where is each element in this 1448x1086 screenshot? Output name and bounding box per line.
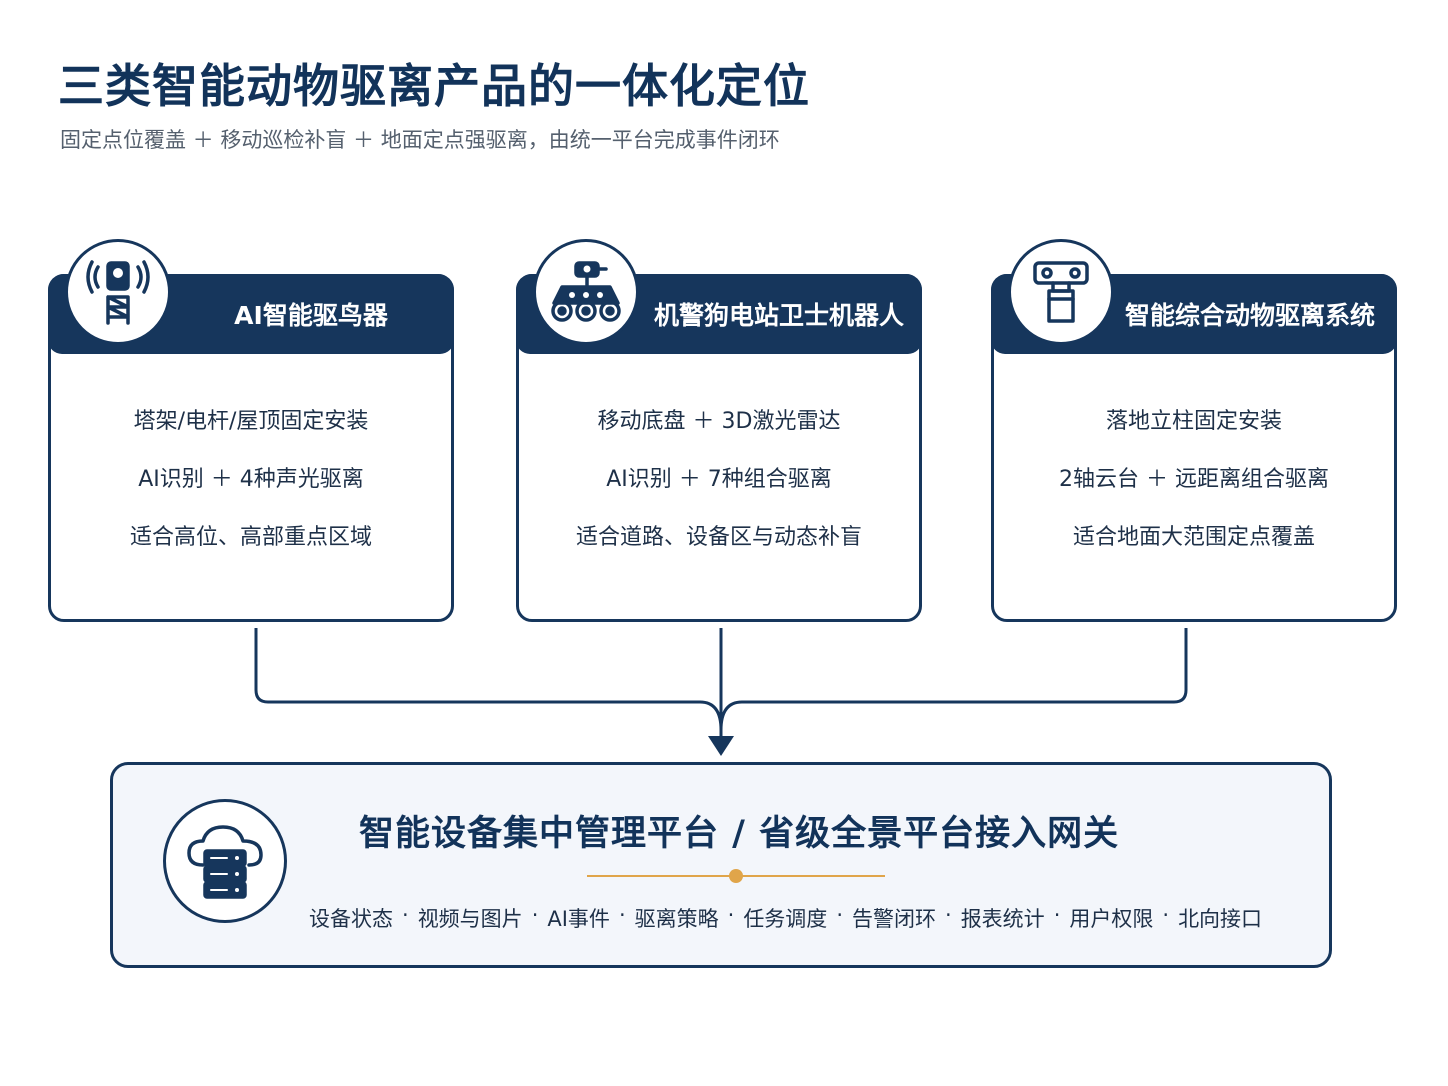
product-card-robot: 机警狗电站卫士机器人 移动底盘 ＋ 3D激光雷达 AI识 xyxy=(516,239,922,622)
feature-separator: · xyxy=(1162,903,1170,927)
platform-feature-item: 用户权限 xyxy=(1069,907,1154,931)
product-card-bird-repeller: AI智能驱鸟器 塔架/电杆/屋顶固定安装 AI识别 ＋ 4种声光驱离 适合高位、… xyxy=(48,239,454,622)
card-line: 适合高位、高部重点区域 xyxy=(129,525,372,550)
card-features: 落地立柱固定安装 2轴云台 ＋ 远距离组合驱离 适合地面大范围定点覆盖 xyxy=(994,407,1394,581)
platform-feature-item: AI事件 xyxy=(547,907,610,931)
platform-features: 设备状态 · 视频与图片 · AI事件 · 驱离策略 · 任务调度 · 告警闭环 · 报表统计 · 用户权限… xyxy=(309,903,1262,933)
card-line: 适合地面大范围定点覆盖 xyxy=(1072,525,1315,550)
platform-feature-item: 报表统计 xyxy=(960,907,1045,931)
feature-separator: · xyxy=(1053,903,1061,927)
card-line: 移动底盘 ＋ 3D激光雷达 xyxy=(597,409,841,434)
card-line: 落地立柱固定安装 xyxy=(1105,409,1282,434)
divider-dot xyxy=(729,869,743,883)
platform-title: 智能设备集中管理平台 / 省级全景平台接入网关 xyxy=(359,814,1120,854)
feature-separator: · xyxy=(727,903,735,927)
pole-device-icon xyxy=(1008,239,1114,345)
platform-feature-item: 北向接口 xyxy=(1178,907,1263,931)
robot-vehicle-icon xyxy=(533,239,639,345)
card-features: 塔架/电杆/屋顶固定安装 AI识别 ＋ 4种声光驱离 适合高位、高部重点区域 xyxy=(51,407,451,581)
feature-separator: · xyxy=(402,903,409,927)
page-title: 三类智能动物驱离产品的一体化定位 xyxy=(58,59,810,113)
card-title: 智能综合动物驱离系统 xyxy=(1124,301,1375,330)
platform-feature-item: 视频与图片 xyxy=(417,907,523,931)
arrow-down-icon xyxy=(708,736,734,756)
card-line: AI识别 ＋ 7种组合驱离 xyxy=(606,467,832,492)
management-platform: 智能设备集中管理平台 / 省级全景平台接入网关 设备状态 · 视频与图片 · AI事件 ·… xyxy=(110,762,1332,968)
feature-separator: · xyxy=(618,903,626,927)
card-line: 2轴云台 ＋ 远距离组合驱离 xyxy=(1059,467,1329,492)
page-subtitle: 固定点位覆盖 ＋ 移动巡检补盲 ＋ 地面定点强驱离，由统一平台完成事件闭环 xyxy=(60,128,780,152)
platform-feature-item: 驱离策略 xyxy=(634,907,719,931)
cloud-server-icon xyxy=(163,799,287,923)
card-features: 移动底盘 ＋ 3D激光雷达 AI识别 ＋ 7种组合驱离 适合道路、设备区与动态补… xyxy=(519,407,919,581)
signal-tower-icon xyxy=(65,239,171,345)
feature-separator: · xyxy=(945,903,952,927)
platform-feature-item: 告警闭环 xyxy=(852,907,936,931)
card-line: AI识别 ＋ 4种声光驱离 xyxy=(138,467,364,492)
card-line: 适合道路、设备区与动态补盲 xyxy=(575,525,862,550)
platform-feature-item: 设备状态 xyxy=(309,907,393,931)
product-card-system: 智能综合动物驱离系统 落地立柱固定安装 2轴云台 ＋ 远距离组合驱离 适合地面大… xyxy=(991,239,1397,622)
card-title: AI智能驱鸟器 xyxy=(234,301,388,330)
platform-feature-item: 任务调度 xyxy=(743,907,828,931)
card-line: 塔架/电杆/屋顶固定安装 xyxy=(133,409,369,434)
feature-separator: · xyxy=(836,903,843,927)
feature-separator: · xyxy=(531,903,539,927)
card-title: 机警狗电站卫士机器人 xyxy=(653,301,904,330)
